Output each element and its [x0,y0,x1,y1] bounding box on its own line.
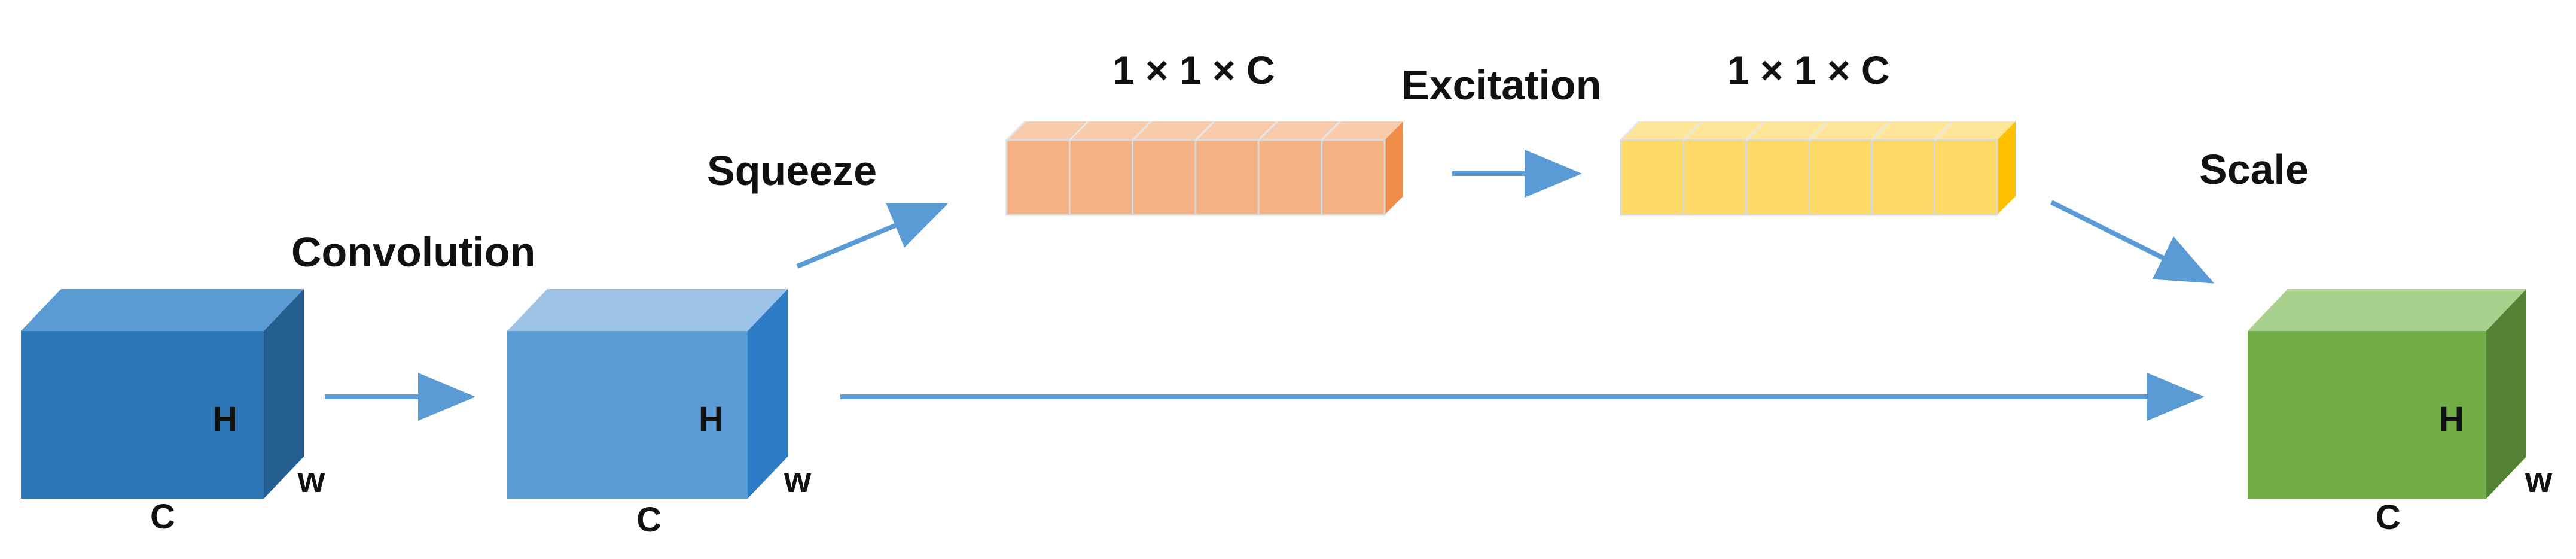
squeeze-vector-size-label: 1 × 1 × C [1112,48,1275,92]
excitation-vector-cell-edge [1871,120,1891,141]
conv-channels-label: C [636,500,661,539]
squeeze-vector-cell [1194,139,1260,216]
excitation-label: Excitation [1401,62,1602,108]
squeeze-vector-cell [1132,139,1197,216]
excitation-vector-size-label: 1 × 1 × C [1727,48,1890,92]
excitation-vector-cell [1870,139,1935,216]
input-width-label: w [298,461,325,500]
output-cube-side [2486,289,2526,499]
excitation-vector-cell [1682,139,1748,216]
squeeze-vector-cell [1005,139,1071,216]
excitation-vector-cell [1745,139,1810,216]
excitation-vector-cell-edge [1934,120,1954,141]
excitation-vector [1620,120,2016,216]
scale-arrow [2050,200,2215,284]
input-cube-top [21,289,304,331]
squeeze-vector-cell-edge [1005,120,1026,141]
excitation-vector-cell-edge [1745,120,1766,141]
conv-width-label: w [784,461,812,500]
output-channels-label: C [2376,498,2401,537]
squeeze-arrow [796,203,949,269]
squeeze-vector-side [1385,121,1403,215]
scaled-output-cube [2248,289,2526,499]
input-cube-side [264,289,304,499]
squeeze-vector-cell-edge [1258,120,1278,141]
output-height-label: H [2439,400,2464,439]
squeeze-vector [1005,120,1403,216]
excitation-vector-cell [1933,139,1998,216]
input-channels-label: C [150,497,175,536]
scale-label: Scale [2199,146,2309,193]
input-height-label: H [212,400,237,439]
input-cube-front [21,331,264,499]
flow-arrows [325,150,2215,421]
input-feature-map-cube [21,289,304,499]
excitation-vector-cell-edge [1808,120,1828,141]
squeeze-label: Squeeze [707,147,877,194]
squeeze-vector-cell-edge [1194,120,1215,141]
excitation-vector-cell-edge [1620,120,1641,141]
conv-height-label: H [699,400,724,439]
excitation-vector-cell [1808,139,1873,216]
excitation-vector-side [1997,121,2016,215]
squeeze-vector-cell [1257,139,1323,216]
squeeze-vector-cell-edge [1069,120,1089,141]
squeeze-vector-cell [1068,139,1134,216]
squeeze-vector-cell-edge [1321,120,1341,141]
excitation-vector-cell-edge [1682,120,1703,141]
output-cube-front [2248,331,2486,499]
conv-cube-front [507,331,748,499]
excitation-vector-cell [1620,139,1685,216]
conv-cube-side [748,289,788,499]
convolution-label: Convolution [291,229,536,275]
output-cube-top [2248,289,2526,331]
conv-cube-top [507,289,788,331]
squeeze-vector-cell [1321,139,1386,216]
output-width-label: w [2525,461,2553,500]
squeeze-vector-cell-edge [1132,120,1152,141]
conv-output-cube [507,289,788,499]
